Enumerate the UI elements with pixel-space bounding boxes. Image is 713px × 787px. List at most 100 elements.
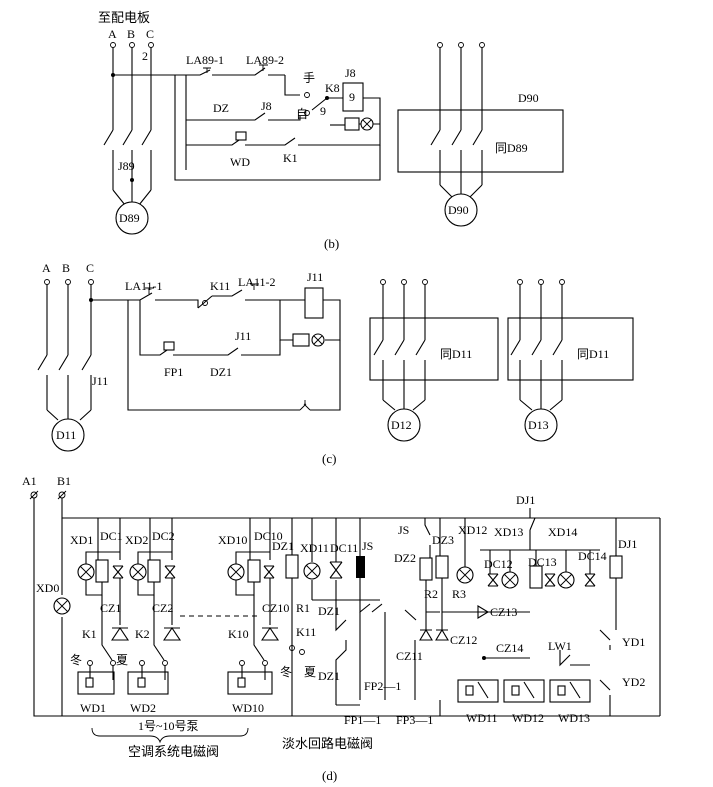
d-xd10: XD10 [218, 533, 247, 547]
d-wd13-box [549, 679, 591, 703]
b-title: 至配电板 [98, 10, 150, 25]
b-main-contacts [103, 129, 152, 146]
c-d13-box [507, 317, 634, 381]
b-k8-switch [311, 97, 328, 111]
d-fresh-water-loop: DZ1 R1 XD11 DC11 JS K11 冬 夏 DZ1 DZ1 FP2—… [272, 518, 433, 727]
b-d90-box [397, 109, 564, 173]
c-j11-coil [304, 287, 324, 319]
d-cz10-diode [260, 627, 280, 641]
d-wd1-box [77, 671, 115, 695]
d-dc11: DC11 [330, 541, 358, 555]
c-j11-main: J11 [92, 374, 108, 388]
b-phase-wires [112, 48, 152, 130]
d-dc12: DC12 [484, 557, 513, 571]
d-top-bus [61, 498, 660, 519]
d-dc11-valve [329, 518, 343, 600]
d-yd2: YD2 [622, 675, 645, 689]
d-wd12: WD12 [512, 711, 544, 725]
c-phase-c: C [86, 261, 94, 275]
c-k11: K11 [210, 279, 230, 293]
c-caption: (c) [322, 451, 336, 466]
d-wd10: WD10 [232, 701, 264, 715]
d-b1: B1 [57, 474, 71, 488]
d-wd2-box [127, 671, 169, 695]
d-r3: R3 [452, 587, 466, 601]
d-wd1: WD1 [80, 701, 106, 715]
panel-b: 至配电板 A B C 2 J89 D89 LA89-1 LA89-2 手 自 [98, 10, 564, 251]
b-wd-row [186, 137, 320, 146]
d-xd11: XD11 [300, 541, 329, 555]
d-fp3: FP3—1 [396, 713, 433, 727]
d-cz2-diode [162, 627, 182, 641]
d-right-section: JS DZ2 DZ3 XD12 R2 R3 CZ12 CZ13 XD13 DC1… [394, 493, 661, 725]
b-same-as: 同D89 [495, 141, 528, 155]
d-dz2-coil [419, 557, 433, 581]
d-pumps: 1号~10号泵 [138, 719, 199, 733]
b-phase-a: A [108, 27, 117, 41]
d-cz1: CZ1 [100, 601, 121, 615]
d-k10: K10 [228, 627, 249, 641]
d-k2: K2 [135, 627, 150, 641]
c-phase-wires [46, 285, 92, 355]
c-same-d11: 同D11 [440, 347, 472, 361]
c-j11-contact: J11 [235, 329, 251, 343]
d-js2: JS [398, 523, 409, 537]
d-xd12: XD12 [458, 523, 487, 537]
d-cz2: CZ2 [152, 601, 173, 615]
c-fp1: FP1 [164, 365, 183, 379]
d-caption: (d) [322, 768, 337, 783]
d-k1: K1 [82, 627, 97, 641]
d-dc10: DC10 [254, 529, 283, 543]
b-j8-top: J8 [345, 66, 356, 80]
d-fp1: FP1—1 [344, 713, 381, 727]
c-j11-coil-label: J11 [307, 270, 323, 284]
b-dz: DZ [213, 101, 229, 115]
c-phase-b: B [62, 261, 70, 275]
d-dz1-coil [285, 554, 299, 579]
b-caption: (b) [324, 236, 339, 251]
d-fw-valve: 淡水回路电磁阀 [282, 736, 373, 751]
c-la11-2: LA11-2 [238, 275, 276, 289]
d-yd1: YD1 [622, 635, 645, 649]
b-zi: 自 [296, 107, 308, 121]
b-k8: K8 [325, 81, 340, 95]
c-k11-switch [197, 289, 280, 309]
b-motor-d89-label: D89 [119, 211, 140, 225]
d-wd13: WD13 [558, 711, 590, 725]
d-js: JS [362, 539, 373, 553]
b-phase-b: B [127, 27, 135, 41]
d-dz3: DZ3 [432, 533, 454, 547]
d-dz1: DZ1 [272, 539, 294, 553]
d-dj1-coil [609, 555, 623, 579]
d-dc13-valve [544, 573, 556, 587]
d-cz11: CZ11 [396, 649, 423, 663]
c-d12-box [369, 317, 499, 381]
d-xd2: XD2 [125, 533, 148, 547]
d-dj1b: DJ1 [618, 537, 637, 551]
b-la89-2: LA89-2 [246, 53, 284, 67]
c-phase-a: A [42, 261, 51, 275]
b-la89-1: LA89-1 [186, 53, 224, 67]
d-group-2: XD2 DC2 CZ2 K2 WD2 [125, 518, 182, 715]
c-motor-d13-label: D13 [528, 418, 549, 432]
b-la89-1-switch [186, 69, 240, 76]
b-d90-label: D90 [518, 91, 539, 105]
c-motor-d11-label: D11 [56, 428, 76, 442]
c-same-d11b: 同D11 [577, 347, 609, 361]
d-group-10: XD10 DC10 CZ10 K10 WD10 [218, 518, 289, 715]
d-wd10-box [227, 671, 273, 695]
d-xd13: XD13 [494, 525, 523, 539]
b-phase-c: C [146, 27, 154, 41]
d-r2: R2 [424, 587, 438, 601]
d-ac-valve: 空调系统电磁阀 [128, 744, 219, 759]
b-j8-coil [342, 82, 364, 112]
d-dc2: DC2 [152, 529, 175, 543]
c-dz1: DZ1 [210, 365, 232, 379]
d-r1: R1 [296, 601, 310, 615]
b-terminal-a [110, 42, 116, 48]
c-motor-d11 [51, 418, 85, 452]
b-dz-row [186, 112, 301, 121]
b-num-9: 9 [320, 104, 326, 118]
d-dz1-contact: DZ1 [318, 604, 340, 618]
